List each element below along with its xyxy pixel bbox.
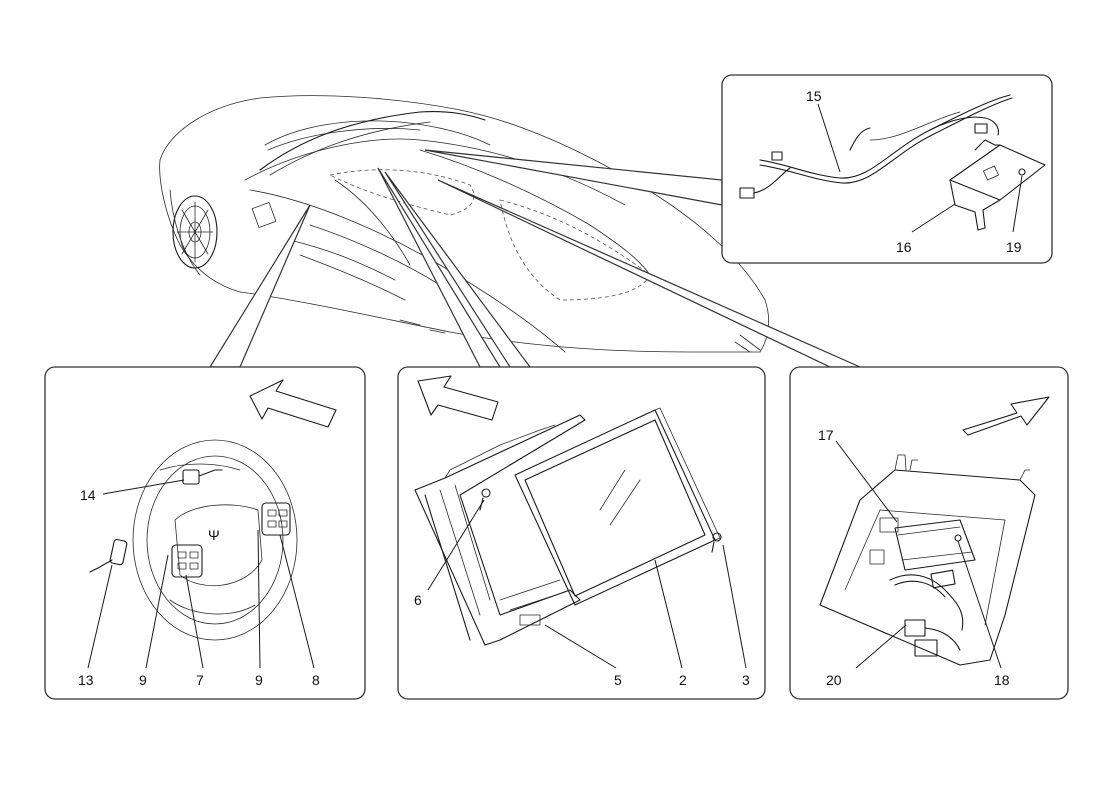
direction-arrow-icon	[417, 375, 499, 421]
housing	[819, 469, 1036, 666]
car-outline	[159, 95, 770, 353]
label-15: 15	[806, 88, 822, 104]
module-panel-frame	[789, 366, 1069, 700]
label-14: 14	[80, 487, 96, 503]
part-14	[182, 469, 200, 485]
label-18: 18	[994, 672, 1010, 688]
label-7: 7	[196, 672, 204, 688]
label-2: 2	[679, 672, 687, 688]
direction-arrow-icon	[249, 379, 337, 428]
part-labels: 15 16 19 14 13 9 7 9 8 6 5 2 3 17 18 20	[78, 88, 1022, 688]
label-19: 19	[1006, 239, 1022, 255]
part-3	[712, 532, 722, 542]
part-6	[481, 488, 491, 498]
label-3: 3	[742, 672, 750, 688]
label-17: 17	[818, 427, 834, 443]
label-13: 13	[78, 672, 94, 688]
steering-panel-frame	[44, 366, 366, 700]
bracket-16	[949, 144, 1046, 201]
display-panel	[377, 167, 766, 700]
harness-panel-frame	[721, 74, 1053, 264]
label-9b: 9	[255, 672, 263, 688]
harness-panel	[424, 74, 1053, 264]
label-8: 8	[312, 672, 320, 688]
label-9a: 9	[139, 672, 147, 688]
part-13	[109, 539, 128, 566]
part-7	[171, 544, 203, 578]
part-17	[894, 519, 976, 571]
steering-panel: Ψ	[44, 204, 366, 700]
module-panel	[437, 179, 1069, 700]
label-5: 5	[614, 672, 622, 688]
part-8	[261, 502, 291, 536]
label-20: 20	[826, 672, 842, 688]
maserati-logo: Ψ	[208, 527, 220, 543]
part-5	[414, 414, 586, 646]
label-6: 6	[414, 592, 422, 608]
label-16: 16	[896, 239, 912, 255]
direction-arrow-icon	[962, 396, 1050, 436]
